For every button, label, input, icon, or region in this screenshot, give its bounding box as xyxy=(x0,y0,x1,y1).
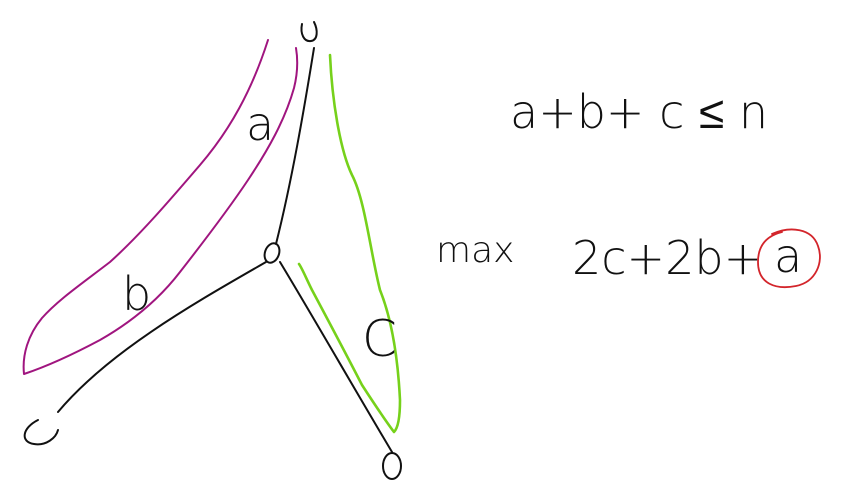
edge-center-to-bottom-leaf xyxy=(279,261,393,453)
edge-label-b: b xyxy=(122,267,151,321)
objective-highlight-term: a xyxy=(774,229,802,283)
objective-expression: 2c+2b+ xyxy=(572,231,762,285)
node-bottom-leaf xyxy=(382,452,402,480)
node-center xyxy=(263,242,281,264)
path-ab-highlight xyxy=(22,39,299,375)
node-left-leaf xyxy=(23,419,59,446)
edge-label-a: a xyxy=(246,97,274,151)
constraint-formula: a+b+ c ≤ n xyxy=(510,85,768,139)
edge-center-to-left-leaf xyxy=(57,261,267,413)
edge-label-c: C xyxy=(362,310,397,368)
path-c-highlight xyxy=(297,53,402,434)
edge-top-to-center xyxy=(275,47,315,245)
node-top xyxy=(300,21,318,43)
highlight-circle xyxy=(757,228,821,288)
objective-prefix: max xyxy=(436,230,514,271)
